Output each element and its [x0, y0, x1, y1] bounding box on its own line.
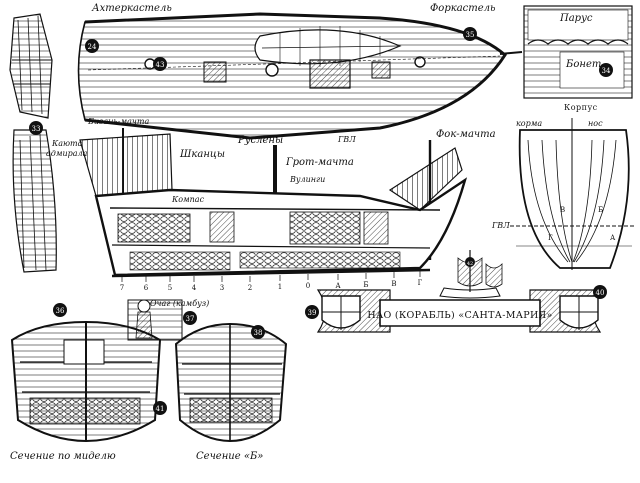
chains-label: Руслены	[238, 135, 284, 146]
section-b-drawing	[174, 322, 288, 442]
admiral-cabin-drawing	[12, 129, 57, 273]
frame-number: 6	[144, 284, 149, 292]
coat-of-arms-right	[559, 295, 599, 330]
callout-number: 35	[466, 31, 475, 39]
aftercastle-label: Ахтеркастель	[92, 3, 172, 14]
callout-marker	[593, 285, 607, 299]
callout-marker	[463, 27, 477, 41]
callout-marker	[305, 305, 319, 319]
hull-body-plan-drawing	[510, 118, 634, 270]
frame-number: В	[391, 280, 396, 288]
station-letters: Г В Б А	[548, 206, 616, 242]
sail-label: Парус	[560, 13, 593, 24]
sail-bonnet-detail	[523, 5, 633, 99]
callout-number: 39	[308, 309, 317, 317]
callout-number: 41	[156, 405, 165, 413]
callout-number: 40	[596, 289, 605, 297]
callout-marker	[53, 303, 67, 317]
callout-marker	[29, 121, 43, 135]
callout-markers: 24 33 34 35 36 37 38 39 40 41 42 43	[29, 27, 613, 415]
frame-number: 4	[192, 284, 197, 292]
frame-number: Б	[363, 281, 368, 289]
callout-marker	[183, 311, 197, 325]
admiral-cabin-label: Каюта	[52, 139, 83, 148]
hull-waterline-label: ГВЛ	[492, 221, 510, 230]
midship-section-drawing	[10, 320, 162, 442]
callout-number: 42	[467, 261, 473, 267]
hull-title-label: Корпус	[564, 103, 598, 112]
midship-section-label: Сечение по миделю	[10, 451, 116, 462]
callout-number: 24	[88, 43, 97, 51]
callout-marker	[599, 63, 613, 77]
section-b-label: Сечение «Б»	[196, 451, 264, 462]
station-letter: Б	[598, 206, 603, 214]
stern-detail-drawing	[9, 13, 53, 119]
callout-marker	[251, 325, 265, 339]
callout-number: 34	[602, 67, 611, 75]
frame-numbers: 7 6 5 4 3 2 1 0 А Б В Г	[120, 279, 423, 292]
frame-number: 7	[120, 284, 124, 292]
profile-section-drawing	[79, 128, 468, 282]
bollards-label: Вулинги	[290, 175, 326, 184]
callout-number: 43	[156, 61, 165, 69]
frame-number: 2	[248, 284, 252, 292]
compass-label: Компас	[172, 195, 205, 204]
callout-marker	[465, 257, 475, 267]
quarterdeck-label: Шканцы	[180, 149, 226, 160]
bow-label: нос	[588, 119, 603, 128]
callout-number: 38	[254, 329, 263, 337]
main-mast-label: Грот-мачта	[286, 157, 354, 168]
deck-plan-drawing	[77, 12, 523, 140]
callout-marker	[85, 39, 99, 53]
callout-marker	[153, 401, 167, 415]
frame-number: А	[335, 282, 341, 290]
banner-title: НАО (КОРАБЛЬ) «САНТА-МАРИЯ»	[367, 310, 552, 321]
deck-waterline-label: ГВЛ	[338, 135, 356, 144]
frame-number: 1	[278, 283, 282, 291]
frame-number: Г	[418, 279, 423, 287]
frame-number: 3	[220, 284, 224, 292]
forecastle-label: Форкастель	[430, 3, 496, 14]
callout-number: 33	[32, 125, 41, 133]
station-letter: Г	[548, 234, 553, 242]
stern-label: корма	[516, 119, 543, 128]
callout-number: 37	[186, 315, 195, 323]
station-letter: В	[560, 206, 565, 214]
callout-number: 36	[56, 307, 65, 315]
mizzen-mast-label: Бизань-мачта	[88, 117, 150, 126]
admiral-cabin-label-2: адмирала	[46, 149, 88, 158]
coat-of-arms-left	[321, 295, 361, 330]
frame-number: 5	[168, 284, 172, 292]
fore-mast-label: Фок-мачта	[436, 129, 496, 140]
bonnet-label: Бонет	[566, 59, 602, 70]
frame-number: 0	[306, 282, 310, 290]
galley-label: Очаг (камбуз)	[150, 299, 210, 308]
callout-marker	[153, 57, 167, 71]
station-letter: А	[610, 234, 616, 242]
